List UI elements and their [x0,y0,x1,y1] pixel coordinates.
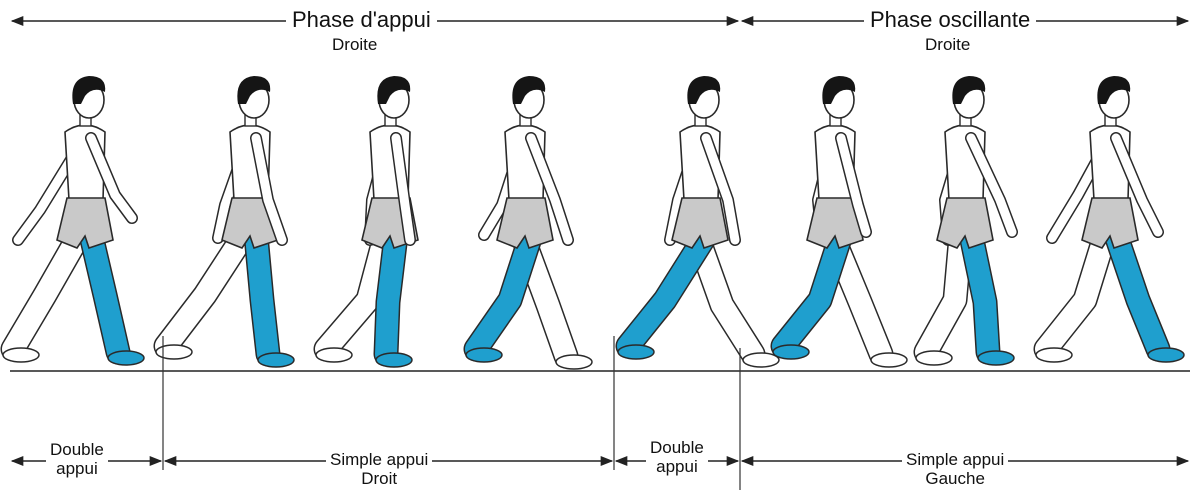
stance-phase-title: Phase d'appui [286,8,437,32]
double-support-2-line2: appui [650,457,704,476]
double-support-1-label: Double appui [46,440,108,478]
right-leg [376,235,412,367]
right-leg [256,235,294,367]
single-support-left-label: Simple appui Gauche [902,450,1008,488]
single-support-right-line2: Droit [330,469,428,488]
walking-figure [466,76,592,369]
swing-phase-title: Phase oscillante [864,8,1036,32]
single-support-left-line1: Simple appui [906,450,1004,469]
right-leg [773,235,841,359]
single-support-left-line2: Gauche [906,469,1004,488]
right-leg [618,235,706,359]
swing-phase-side: Droite [925,36,970,55]
walking-figure [618,76,779,367]
walking-figure [3,76,144,365]
walking-figure [773,76,907,367]
walking-figure [916,76,1014,365]
right-leg [466,235,531,362]
walking-figure [316,76,418,367]
single-support-right-label: Simple appui Droit [326,450,432,488]
double-support-1-line2: appui [50,459,104,478]
walking-figure [1036,76,1184,362]
double-support-1-line1: Double [50,440,104,459]
right-leg [91,235,144,365]
single-support-right-line1: Simple appui [330,450,428,469]
left-leg [916,232,961,365]
double-support-2-label: Double appui [646,438,708,476]
left-leg [3,232,81,362]
left-leg [1036,232,1106,362]
right-leg [971,235,1014,365]
right-leg [1116,235,1184,362]
stance-phase-side: Droite [332,36,377,55]
left-leg [156,232,246,359]
double-support-2-line1: Double [650,438,704,457]
walking-figures [3,76,1184,369]
walking-figure [156,76,294,367]
